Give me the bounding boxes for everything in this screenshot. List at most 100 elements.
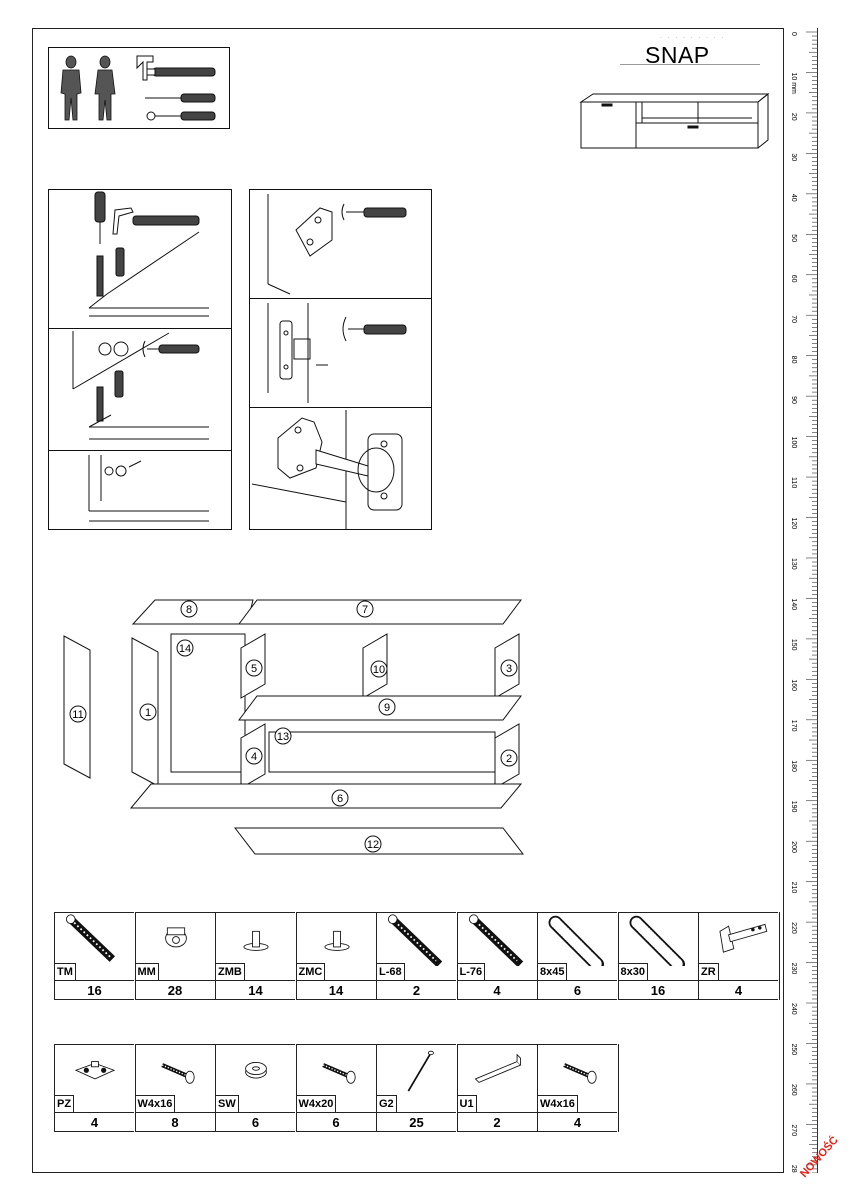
ruler-label: 80 [790, 356, 797, 364]
long-bolt-icon [378, 914, 456, 971]
assembly-panel-hinge-screw [249, 298, 432, 408]
svg-text:3: 3 [506, 663, 512, 675]
assembly-panel-cam-bolt [48, 189, 232, 329]
hardware-quantity: 14 [215, 980, 295, 1000]
cam-bolt-icon [56, 914, 134, 971]
svg-text:7: 7 [362, 604, 368, 616]
hardware-quantity: 2 [376, 980, 456, 1000]
ruler-label: 110 [790, 477, 797, 488]
hardware-item-u1: U1 [456, 1044, 537, 1112]
screwdriver-icon [363, 207, 407, 218]
hardware-item-g2: G2 [376, 1044, 456, 1112]
svg-text:5: 5 [251, 663, 257, 675]
hardware-item-zmc: ZMC [295, 912, 376, 980]
ruler-label: 250 [790, 1043, 797, 1055]
hammer-icon [112, 207, 134, 235]
hardware-code: G2 [377, 1095, 397, 1112]
ruler-label: 30 [790, 153, 797, 161]
hardware-code: ZR [699, 963, 719, 980]
hardware-code: L-76 [457, 963, 486, 980]
svg-text:11: 11 [72, 709, 83, 721]
ruler-label: 180 [790, 760, 797, 772]
nail-icon [378, 1046, 456, 1103]
ruler-label: 230 [790, 963, 797, 975]
part-number-10: 10 [370, 660, 388, 678]
screw-icon [298, 1046, 376, 1103]
hinge-icon [293, 338, 311, 360]
hardware-code: W4x20 [296, 1095, 337, 1112]
part-number-3: 3 [500, 659, 518, 677]
hardware-quantity: 4 [456, 980, 537, 1000]
ruler-label: 100 [790, 437, 797, 449]
part-number-7: 7 [356, 600, 374, 618]
screwdriver-icon [158, 344, 200, 354]
ruler-label: 240 [790, 1003, 797, 1015]
hardware-item-sw: SW [215, 1044, 295, 1112]
hardware-quantity: 4 [698, 980, 778, 1000]
part-number-4: 4 [245, 747, 263, 765]
shelf-pin-icon [298, 914, 376, 971]
cam-bolt-icon [96, 386, 104, 422]
cabinet-illustration [579, 92, 770, 149]
assembly-panel-final [48, 450, 232, 530]
hardware-item-tm: TM [54, 912, 134, 980]
svg-text:8: 8 [186, 604, 192, 616]
hardware-quantity: 8 [134, 1112, 215, 1132]
hardware-item-zr: ZR [698, 912, 778, 980]
mounting-plate-icon [56, 1046, 134, 1103]
ruler-label: 140 [790, 598, 797, 610]
hardware-quantity: 2 [456, 1112, 537, 1132]
hardware-code: ZMB [216, 963, 245, 980]
ruler-label: 20 [790, 113, 797, 121]
part-number-5: 5 [245, 659, 263, 677]
hardware-item-mm: MM [134, 912, 215, 980]
hardware-item-w4x16: W4x16 [537, 1044, 617, 1112]
panel-7 [238, 599, 522, 625]
shelf-pin-icon [217, 914, 295, 971]
ruler-label: 90 [790, 396, 797, 404]
title-underline [620, 64, 760, 65]
part-number-12: 12 [364, 835, 382, 853]
part-number-13: 13 [274, 727, 292, 745]
ruler-label: 120 [790, 518, 797, 530]
hardware-item-8x45: 8x45 [537, 912, 617, 980]
hardware-quantity: 25 [376, 1112, 456, 1132]
hardware-quantity: 4 [54, 1112, 134, 1132]
ruler-label: 10 mm [790, 72, 797, 94]
part-number-9: 9 [378, 698, 396, 716]
svg-text:14: 14 [179, 643, 191, 655]
panel-6 [129, 783, 523, 809]
screwdriver-icon [94, 191, 106, 223]
svg-text:2: 2 [506, 753, 512, 765]
cam-lock-icon [137, 914, 215, 971]
ruler-label: 0 [790, 32, 797, 36]
hardware-item-l-68: L-68 [376, 912, 456, 980]
part-number-2: 2 [500, 749, 518, 767]
part-number-6: 6 [331, 789, 349, 807]
hardware-item-l-76: L-76 [456, 912, 537, 980]
hardware-code: W4x16 [538, 1095, 578, 1112]
hardware-quantity: 14 [295, 980, 376, 1000]
hardware-quantity: 28 [134, 980, 215, 1000]
svg-text:10: 10 [373, 664, 385, 676]
svg-text:12: 12 [367, 839, 379, 851]
hardware-quantity: 4 [537, 1112, 617, 1132]
hardware-code: 8x30 [618, 963, 648, 980]
tools-illustration [60, 55, 216, 121]
hardware-code: SW [216, 1095, 239, 1112]
part-number-11: 11 [69, 705, 87, 723]
ruler-label: 40 [790, 194, 797, 202]
person-icon [94, 55, 116, 121]
part-number-8: 8 [180, 600, 198, 618]
long-bolt-icon [459, 914, 537, 971]
ruler-label: 220 [790, 922, 797, 934]
ruler-label: 190 [790, 801, 797, 813]
tools-panel [48, 47, 230, 129]
cam-lock-icon [113, 341, 129, 357]
person-icon [60, 55, 82, 121]
part-number-1: 1 [139, 703, 157, 721]
hardware-item-pz: PZ [54, 1044, 134, 1112]
ruler-label: 150 [790, 639, 797, 651]
part-number-14: 14 [176, 639, 194, 657]
